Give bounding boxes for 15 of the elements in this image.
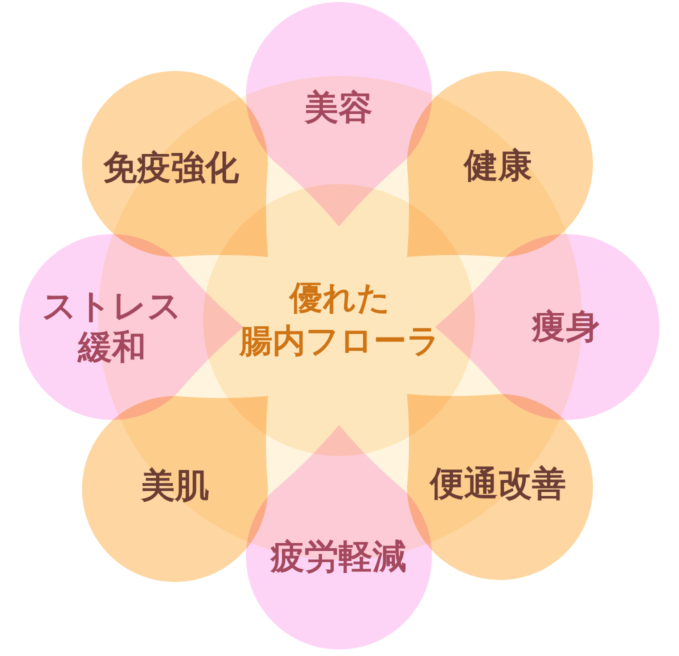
petal-label: ストレス緩和 <box>41 286 183 370</box>
petal-shape <box>82 396 268 582</box>
center-label: 優れた腸内フローラ <box>238 277 442 362</box>
petal-shape <box>435 234 660 420</box>
petal-shape <box>246 2 432 227</box>
petal-label: 健康 <box>464 144 532 188</box>
petal-label: 免疫強化 <box>103 146 239 190</box>
petal-shape <box>407 394 593 580</box>
petal-label: 痩身 <box>532 306 600 348</box>
petal-label: 美容 <box>304 86 372 130</box>
petal-label: 美肌 <box>141 464 209 508</box>
petal-shape <box>407 71 593 257</box>
petal-label: 便通改善 <box>430 462 566 506</box>
petal-shape <box>82 71 268 257</box>
petal-label: 疲労軽減 <box>270 536 406 578</box>
